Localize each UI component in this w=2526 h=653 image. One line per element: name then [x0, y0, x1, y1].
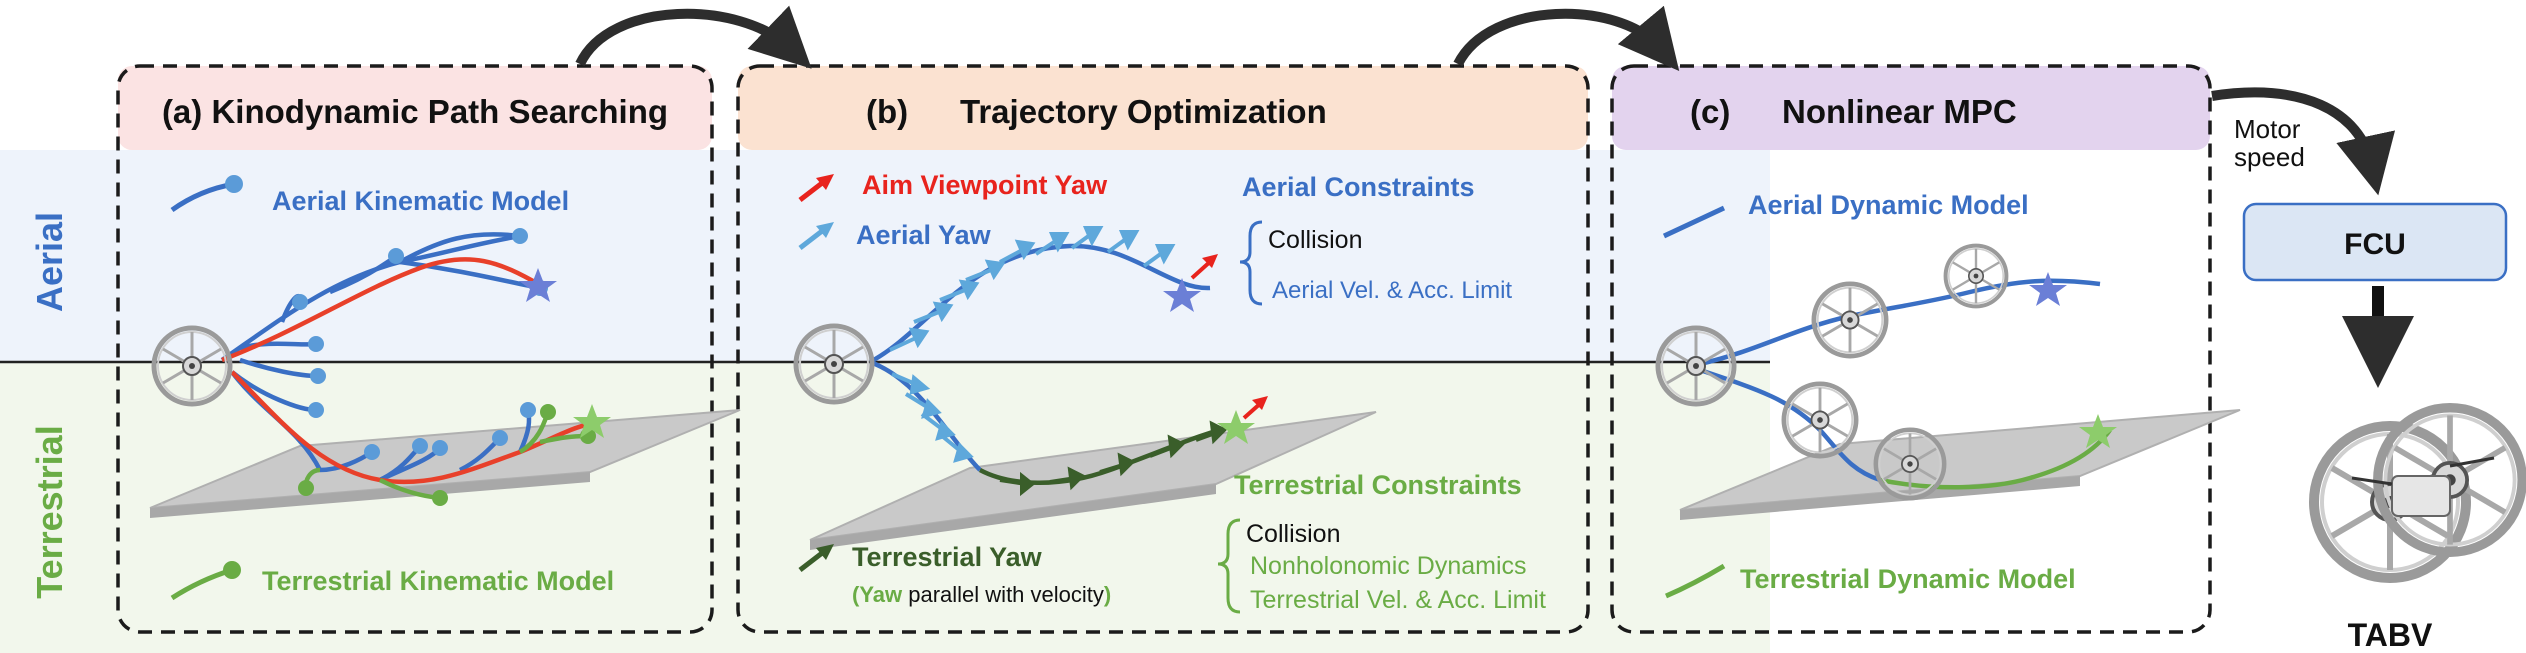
- panel-c-header: [1612, 66, 2210, 150]
- terrestrial-constraints-title: Terrestrial Constraints: [1234, 470, 1522, 500]
- panel-b-border: [736, 64, 1590, 634]
- terrestrial-mpc-trajectory: [1879, 428, 2112, 490]
- panel-b-title: Trajectory Optimization: [960, 93, 1327, 130]
- panel-c-title: Nonlinear MPC: [1782, 93, 2017, 130]
- flow-arrow-b-to-c: [1453, 5, 1680, 72]
- aerial-dynamic-legend-icon: [1662, 205, 1726, 239]
- terrestrial-yaw-label: Terrestrial Yaw: [852, 542, 1043, 572]
- motor-speed-label-line2: speed: [2234, 142, 2305, 172]
- aerial-constraint-item: Collision: [1268, 226, 1362, 254]
- flow-arrow-a-to-b: [575, 5, 812, 69]
- aim-viewpoint-yaw-label: Aim Viewpoint Yaw: [862, 170, 1108, 200]
- star-icon: [1217, 410, 1255, 444]
- terrestrial-constraints-brace: [1217, 518, 1241, 614]
- aerial-constraints-title: Aerial Constraints: [1242, 172, 1475, 202]
- aerial-mpc-trajectory: [1699, 278, 2101, 367]
- terrestrial-constraint-item: Nonholonomic Dynamics: [1250, 552, 1527, 580]
- terrestrial-kinematic-model-label: Terrestrial Kinematic Model: [262, 566, 614, 596]
- terrestrial-constraint-item: Collision: [1246, 520, 1340, 548]
- aerial-kinematic-model-label: Aerial Kinematic Model: [272, 186, 569, 216]
- terrestrial-dynamic-legend-icon: [1665, 563, 1726, 599]
- panel-c-border: [1610, 64, 2212, 634]
- row-label-aerial: Aerial: [29, 212, 70, 312]
- aerial-dynamic-model-label: Aerial Dynamic Model: [1748, 190, 2029, 220]
- terrestrial-yaw-note: (Yaw parallel with velocity): [852, 582, 1111, 607]
- aerial-trajectory-b: [868, 243, 1211, 364]
- terrestrial-kinematic-legend-icon: [170, 561, 241, 601]
- arrow-icon: [798, 222, 834, 250]
- aim-yaw-arrow-aerial: [1190, 254, 1218, 280]
- terrestrial-dynamic-model-label: Terrestrial Dynamic Model: [1740, 564, 2076, 594]
- star-icon: [1163, 278, 1201, 312]
- search-tree-a: [220, 232, 591, 501]
- wheel-drone-icon: [1784, 384, 1856, 456]
- aim-yaw-arrow-terrestrial: [1242, 396, 1268, 420]
- terrestrial-constraint-item: Terrestrial Vel. & Acc. Limit: [1250, 586, 1546, 614]
- fcu-label: FCU: [2344, 228, 2406, 261]
- arrow-icon: [798, 544, 834, 572]
- panel-a-border: [116, 64, 714, 634]
- wheel-drone-icon: [1946, 246, 2007, 307]
- arrow-icon: [798, 174, 834, 202]
- panel-c-label: (c): [1690, 93, 1730, 130]
- panel-a-title: (a) Kinodynamic Path Searching: [162, 93, 668, 130]
- terrestrial-yaw-arrows: [999, 420, 1228, 497]
- star-icon: [2029, 272, 2067, 306]
- aerial-yaw-label: Aerial Yaw: [856, 220, 992, 250]
- star-icon: [573, 404, 611, 438]
- wheel-drone-icon: [1814, 284, 1886, 356]
- row-label-terrestrial: Terrestrial: [29, 425, 70, 598]
- aerial-yaw-arrows: [889, 226, 1176, 463]
- motor-speed-label-line1: Motor: [2234, 114, 2301, 144]
- flow-arrow-c-to-fcu: [2211, 87, 2396, 196]
- panel-b-label: (b): [866, 93, 908, 130]
- star-icon: [2079, 414, 2117, 448]
- tabv-vehicle-icon: [2314, 408, 2522, 578]
- panel-b-header: [738, 66, 1588, 150]
- star-icon: [519, 268, 557, 302]
- search-nodes-a: [292, 228, 596, 506]
- aerial-kinematic-legend-icon: [170, 175, 243, 213]
- aerial-constraints-brace: [1239, 220, 1263, 306]
- fcu-box: [2242, 202, 2508, 282]
- aerial-constraint-item: Aerial Vel. & Acc. Limit: [1272, 277, 1512, 304]
- panel-a-header: [118, 66, 712, 150]
- tabv-label: TABV: [2348, 617, 2433, 653]
